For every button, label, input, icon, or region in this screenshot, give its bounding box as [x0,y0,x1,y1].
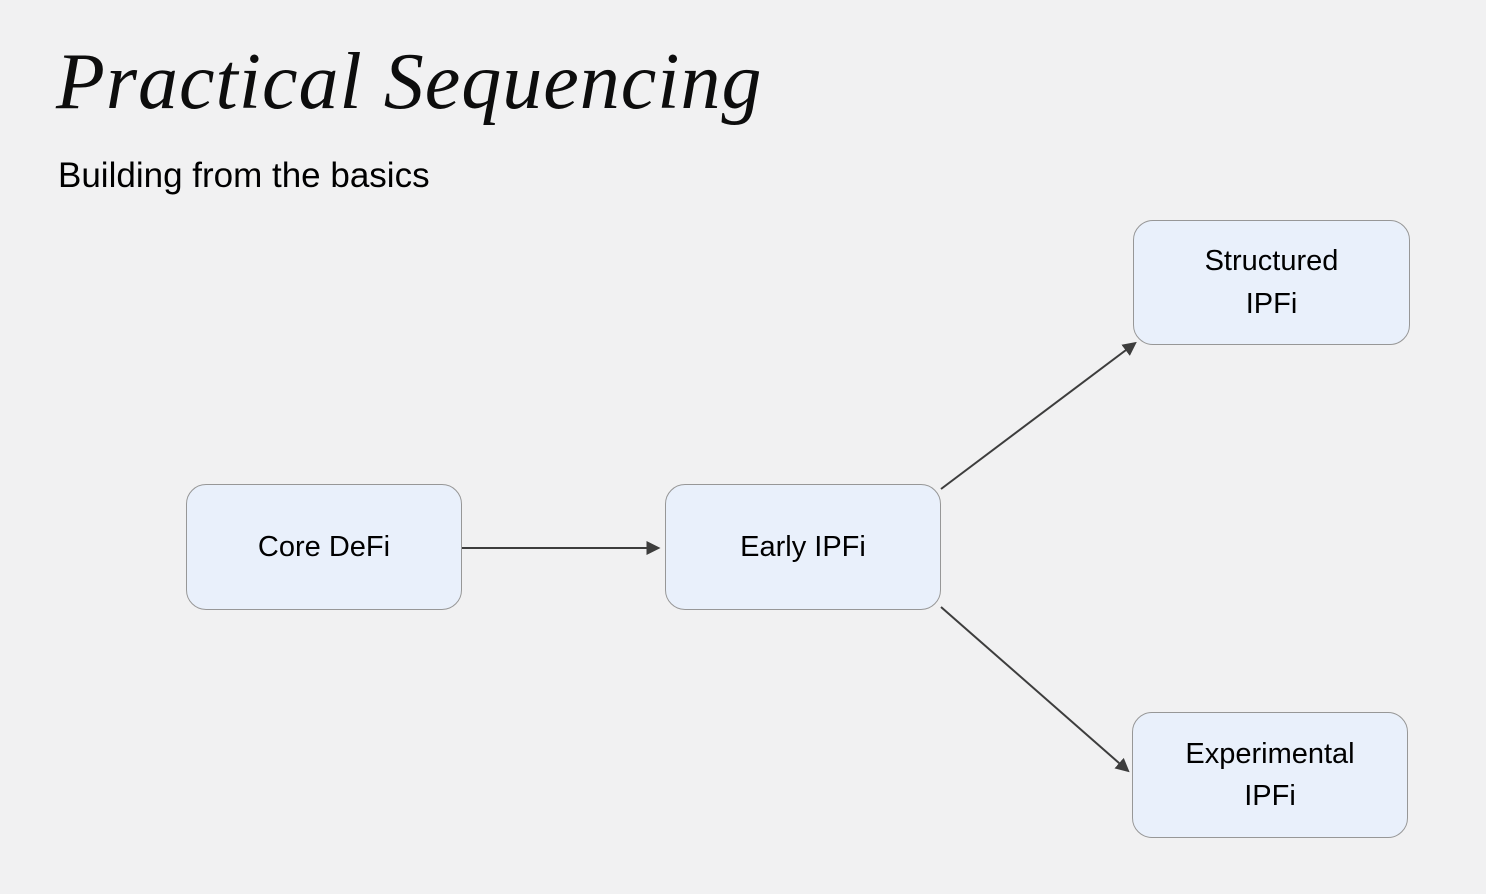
edge-early-ipfi-to-structured-ipfi [940,341,1137,490]
node-experimental-ipfi: Experimental IPFi [1132,712,1408,838]
page-subtitle: Building from the basics [58,156,430,195]
node-core-defi: Core DeFi [186,484,462,610]
node-label: Structured IPFi [1204,245,1339,320]
node-early-ipfi: Early IPFi [665,484,941,610]
page-title: Practical Sequencing [56,38,763,126]
edge-early-ipfi-to-experimental-ipfi [940,606,1130,773]
node-label: Experimental IPFi [1185,737,1355,812]
node-label: Core DeFi [257,530,391,563]
node-structured-ipfi: Structured IPFi [1133,220,1410,345]
node-label: Early IPFi [740,530,866,563]
